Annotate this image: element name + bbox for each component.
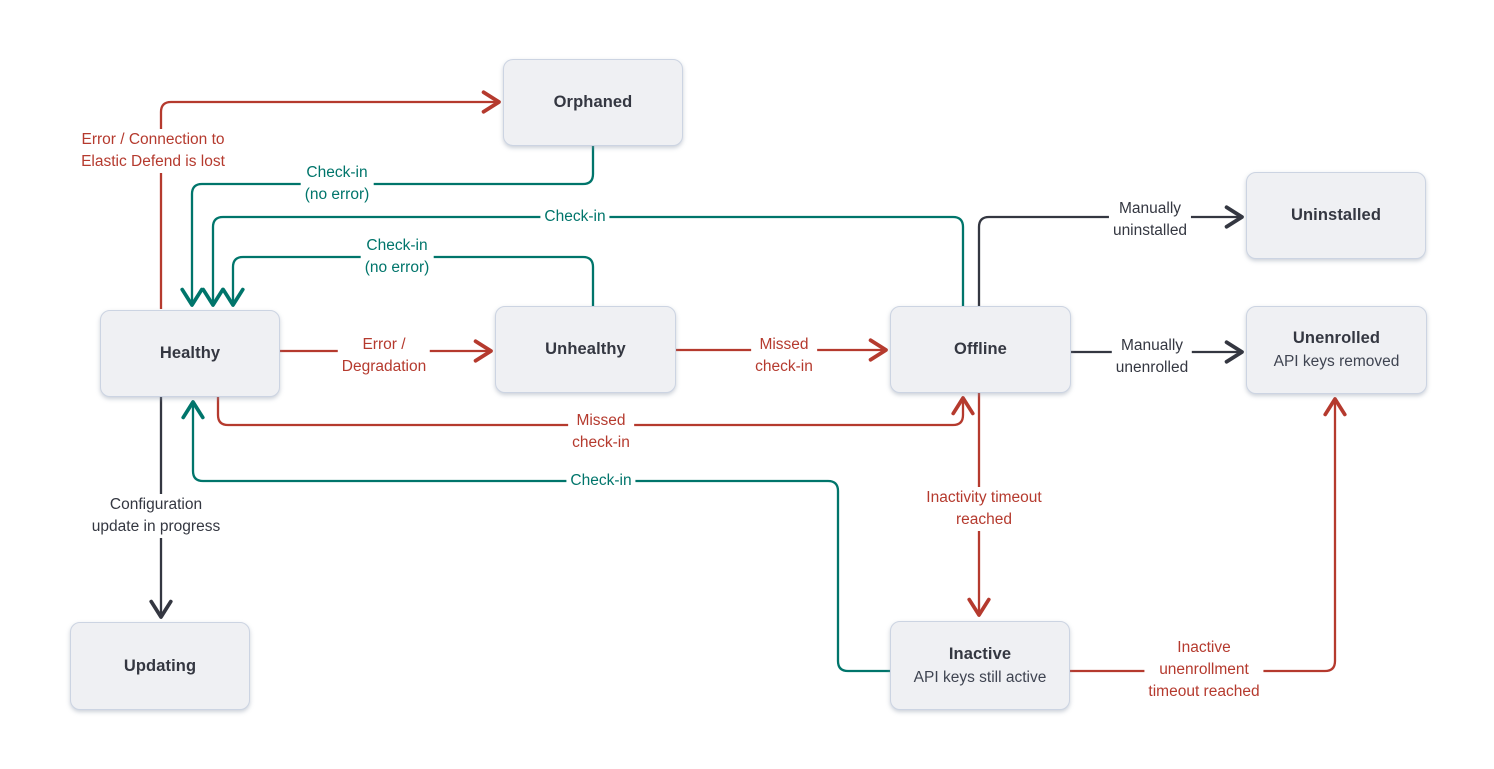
edge-label-offline-to-unenrolled: Manually unenrolled [1111, 335, 1193, 379]
edge-label-line: check-in [755, 358, 813, 375]
edge-label-line: Degradation [341, 358, 427, 375]
state-node-title: Unenrolled [1292, 329, 1381, 347]
edge-label-line: Missed [576, 412, 626, 429]
edge-label-healthy-to-orphaned: Error / Connection to Elastic Defend is l… [77, 129, 229, 173]
edge-label-line: Check-in [544, 208, 606, 225]
state-node-title: Offline [954, 340, 1007, 358]
edge-label-line: unenrollment [1159, 661, 1249, 678]
edge-label-line: Error / Connection to [81, 131, 225, 148]
edge-label-unhealthy-to-healthy: Check-in (no error) [360, 235, 434, 279]
edge-label-healthy-to-offline: Missed check-in [568, 410, 634, 454]
state-node-orphaned: Orphaned [503, 59, 683, 146]
edge-label-healthy-to-unhealthy: Error / Degradation [337, 334, 431, 378]
edge-label-line: Missed [759, 336, 809, 353]
edge-offline-to-healthy [201, 215, 965, 307]
edge-label-line: Configuration [109, 496, 203, 513]
edge-label-line: reached [955, 511, 1012, 528]
state-node-subtitle: API keys removed [1273, 353, 1400, 370]
state-node-title: Updating [123, 656, 197, 675]
edge-label-line: Manually [1120, 337, 1184, 354]
edge-label-healthy-to-updating: Configuration update in progress [87, 494, 225, 538]
state-node-title: Unhealthy [545, 340, 626, 358]
state-node-unhealthy: Unhealthy [495, 306, 676, 393]
edge-label-line: Error / [362, 336, 406, 353]
edge-label-line: Inactive [1177, 639, 1231, 656]
edge-label-inactive-to-unenrolled: Inactive unenrollment timeout reached [1144, 637, 1264, 703]
state-node-uninstalled: Uninstalled [1246, 172, 1426, 259]
edge-label-line: Check-in [366, 237, 428, 254]
state-node-updating: Updating [70, 622, 250, 710]
state-node-offline: Offline [890, 306, 1071, 393]
edge-label-offline-to-uninstalled: Manually uninstalled [1108, 198, 1192, 242]
state-node-healthy: Healthy [100, 310, 280, 397]
edge-offline-to-uninstalled [977, 205, 1244, 306]
edge-label-line: uninstalled [1112, 222, 1188, 239]
edge-label-line: Check-in [570, 472, 632, 489]
state-node-title: Orphaned [553, 93, 633, 111]
edge-label-unhealthy-to-offline: Missed check-in [751, 334, 817, 378]
state-node-title: Inactive [948, 644, 1012, 663]
edge-label-line: Inactivity timeout [926, 489, 1042, 506]
edge-healthy-to-orphaned [159, 90, 501, 309]
edge-label-line: Elastic Defend is lost [81, 153, 225, 170]
edge-label-offline-to-inactive: Inactivity timeout reached [922, 487, 1046, 531]
edge-label-line: Check-in [306, 164, 368, 181]
edge-inactive-to-unenrolled [1070, 397, 1347, 673]
edge-label-orphaned-to-healthy: Check-in (no error) [300, 162, 374, 206]
edge-label-line: timeout reached [1148, 683, 1260, 700]
edge-label-line: (no error) [364, 259, 430, 276]
state-node-subtitle: API keys still active [913, 668, 1047, 686]
edge-label-line: unenrolled [1115, 359, 1189, 376]
edge-label-line: check-in [572, 434, 630, 451]
edge-label-line: update in progress [91, 518, 221, 535]
state-node-title: Uninstalled [1290, 206, 1382, 224]
edge-label-line: Manually [1118, 200, 1182, 217]
edge-label-offline-to-healthy: Check-in [540, 206, 610, 228]
state-node-title: Healthy [159, 344, 221, 362]
edge-orphaned-to-healthy [180, 146, 595, 307]
edge-label-inactive-to-healthy: Check-in [566, 470, 636, 492]
edge-inactive-to-healthy [181, 400, 890, 673]
edge-label-line: (no error) [304, 186, 370, 203]
